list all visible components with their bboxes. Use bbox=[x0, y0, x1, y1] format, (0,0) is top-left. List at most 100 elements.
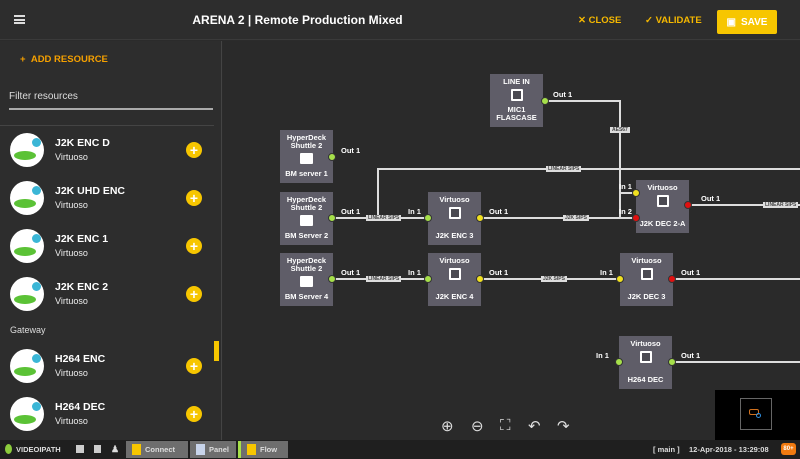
chip-icon bbox=[448, 268, 461, 280]
minimap[interactable] bbox=[715, 390, 800, 440]
port-out[interactable] bbox=[668, 275, 676, 283]
port-in[interactable] bbox=[424, 275, 432, 283]
resource-sidebar: + ADD RESOURCE Filter resources J2K ENC … bbox=[0, 41, 222, 440]
scrollbar[interactable] bbox=[214, 341, 219, 361]
menu-icon[interactable] bbox=[14, 15, 25, 24]
port-out[interactable] bbox=[684, 201, 692, 209]
filter-resources-input[interactable]: Filter resources bbox=[9, 91, 213, 110]
add-icon[interactable]: + bbox=[186, 358, 202, 374]
add-icon[interactable]: + bbox=[186, 142, 202, 158]
item-sub: Virtuoso bbox=[55, 248, 88, 258]
list-item[interactable]: J2K ENC 1 Virtuoso + bbox=[0, 222, 214, 270]
port-in-2[interactable] bbox=[632, 214, 640, 222]
user-icon[interactable]: ♟ bbox=[111, 444, 120, 454]
item-name: H264 DEC bbox=[55, 401, 106, 413]
port-in[interactable] bbox=[424, 214, 432, 222]
port-label: Out 1 bbox=[341, 268, 361, 277]
undo-icon[interactable]: ↶ bbox=[528, 418, 541, 435]
port-label: In 1 bbox=[600, 268, 613, 277]
node-type: HyperDeck Shuttle 2 bbox=[286, 256, 327, 273]
document-icon[interactable] bbox=[94, 445, 101, 453]
add-icon[interactable]: + bbox=[186, 190, 202, 206]
add-resource-button[interactable]: + ADD RESOURCE bbox=[20, 54, 108, 65]
page-title: ARENA 2 | Remote Production Mixed bbox=[192, 13, 403, 27]
datetime: 12-Apr-2018 - 13:29:08 bbox=[689, 445, 769, 454]
port-in[interactable] bbox=[615, 358, 623, 366]
port-out[interactable] bbox=[328, 275, 336, 283]
flow-icon bbox=[247, 444, 256, 455]
minimap-viewport[interactable] bbox=[740, 398, 772, 430]
port-label: In 1 bbox=[408, 268, 421, 277]
minimap-node bbox=[749, 409, 759, 415]
validate-button[interactable]: ✓ VALIDATE bbox=[645, 15, 702, 26]
node-label: J2K DEC 2-A bbox=[639, 219, 686, 228]
tab-flow[interactable]: Flow bbox=[238, 441, 288, 458]
add-icon[interactable]: + bbox=[186, 406, 202, 422]
port-out[interactable] bbox=[541, 97, 549, 105]
zoom-in-icon[interactable]: ⊕ bbox=[441, 418, 454, 435]
port-label: Out 1 bbox=[341, 207, 361, 216]
tab-connect[interactable]: Connect bbox=[126, 441, 188, 458]
chip-icon bbox=[639, 351, 652, 363]
add-icon[interactable]: + bbox=[186, 286, 202, 302]
wire-label: LINEAR SIPS bbox=[763, 202, 799, 208]
port-label: In 1 bbox=[619, 182, 632, 191]
wire-label: J2K SIPS bbox=[541, 276, 567, 282]
status-bar: VIDEOIPATH ♟ Connect Panel Flow [ main ]… bbox=[0, 440, 800, 459]
item-name: J2K ENC 1 bbox=[55, 233, 109, 245]
port-label: Out 1 bbox=[681, 268, 701, 277]
grid-icon[interactable] bbox=[76, 445, 84, 453]
node-type: Virtuoso bbox=[631, 256, 662, 265]
chip-icon bbox=[640, 268, 653, 280]
list-item[interactable]: J2K ENC 2 Virtuoso + bbox=[0, 270, 214, 318]
context-label: [ main ] bbox=[653, 445, 680, 454]
node-label: MIC1 FLASCASE bbox=[496, 105, 537, 122]
avatar bbox=[10, 397, 44, 431]
port-label: Out 1 bbox=[681, 351, 701, 360]
port-out[interactable] bbox=[476, 275, 484, 283]
notification-badge[interactable]: 80+ bbox=[781, 443, 796, 455]
zoom-out-icon[interactable]: ⊖ bbox=[471, 418, 484, 435]
port-out[interactable] bbox=[668, 358, 676, 366]
chip-icon bbox=[448, 207, 461, 219]
flow-canvas[interactable]: LINEAR SIPS LINEAR SIPS J2K SIPS AES67 L… bbox=[223, 41, 800, 440]
save-button[interactable]: ▣SAVE bbox=[717, 10, 777, 34]
top-bar: ARENA 2 | Remote Production Mixed ✕ CLOS… bbox=[0, 0, 800, 40]
close-button[interactable]: ✕ CLOSE bbox=[578, 15, 622, 26]
item-name: J2K UHD ENC bbox=[55, 185, 126, 197]
wire-aes67 bbox=[545, 100, 636, 219]
port-label: In 1 bbox=[596, 351, 609, 360]
port-label: Out 1 bbox=[341, 146, 361, 155]
chip-icon bbox=[510, 89, 523, 101]
add-icon[interactable]: + bbox=[186, 238, 202, 254]
port-out[interactable] bbox=[476, 214, 484, 222]
check-icon: ✓ bbox=[645, 15, 656, 26]
port-in-1[interactable] bbox=[632, 189, 640, 197]
item-sub: Virtuoso bbox=[55, 296, 88, 306]
port-label: Out 1 bbox=[701, 194, 721, 203]
port-out[interactable] bbox=[328, 153, 336, 161]
chip-icon bbox=[656, 195, 669, 207]
port-out[interactable] bbox=[328, 214, 336, 222]
item-name: J2K ENC 2 bbox=[55, 281, 109, 293]
tab-panel[interactable]: Panel bbox=[190, 441, 236, 458]
redo-icon[interactable]: ↷ bbox=[557, 418, 570, 435]
wire-label: LINEAR SIPS bbox=[366, 276, 402, 282]
node-label: BM server 1 bbox=[285, 169, 328, 178]
port-in[interactable] bbox=[616, 275, 624, 283]
fit-screen-icon[interactable]: ⛶ bbox=[500, 417, 511, 434]
